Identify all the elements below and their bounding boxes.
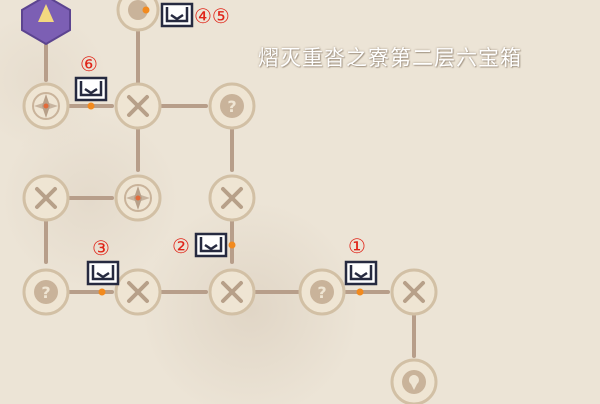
treasure-chest-icon [74, 76, 108, 102]
start-flame-icon [38, 4, 54, 22]
node-combat[interactable] [208, 174, 256, 222]
crossed-swords-icon [35, 187, 57, 209]
node-compass-mid[interactable] [114, 174, 162, 222]
chest-marker [356, 288, 364, 296]
node-combat[interactable] [208, 268, 256, 316]
node-mystery-top[interactable] [116, 0, 160, 32]
location-pin-icon [408, 375, 419, 390]
crossed-swords-icon [127, 95, 149, 117]
node-event[interactable]: ? [208, 82, 256, 130]
chest-markers [87, 102, 364, 296]
chest-marker [98, 288, 106, 296]
crossed-swords-icon [221, 187, 243, 209]
node-combat[interactable] [390, 268, 438, 316]
treasure-chest-icon [194, 232, 228, 258]
chest-marker [87, 102, 95, 110]
node-combat[interactable] [114, 268, 162, 316]
chest-label-3: ③ [92, 236, 110, 260]
question-mark-icon: ? [317, 283, 326, 302]
chest-label-4-5: ④⑤ [194, 4, 230, 28]
treasure-chest-icon [160, 2, 194, 28]
chest-label-6: ⑥ [80, 52, 98, 76]
chest-label-2: ② [172, 234, 190, 258]
node-event[interactable]: ? [22, 268, 70, 316]
treasure-chest-icon [344, 260, 378, 286]
mystery-swirl-icon [128, 0, 148, 20]
node-destination[interactable] [390, 358, 438, 404]
page-title: 熠灭重沓之寮第二层六宝箱 [258, 46, 522, 70]
question-mark-icon: ? [41, 283, 50, 302]
chest-marker [228, 241, 236, 249]
treasure-chest-icon [86, 260, 120, 286]
node-event[interactable]: ? [298, 268, 346, 316]
chest-label-1: ① [348, 234, 366, 258]
node-combat[interactable] [22, 174, 70, 222]
crossed-swords-icon [403, 281, 425, 303]
crossed-swords-icon [127, 281, 149, 303]
chest-marker [142, 6, 150, 14]
node-compass-top[interactable] [22, 82, 70, 130]
start-node[interactable] [21, 0, 71, 46]
node-combat[interactable] [114, 82, 162, 130]
question-mark-icon: ? [227, 97, 236, 116]
crossed-swords-icon [221, 281, 243, 303]
